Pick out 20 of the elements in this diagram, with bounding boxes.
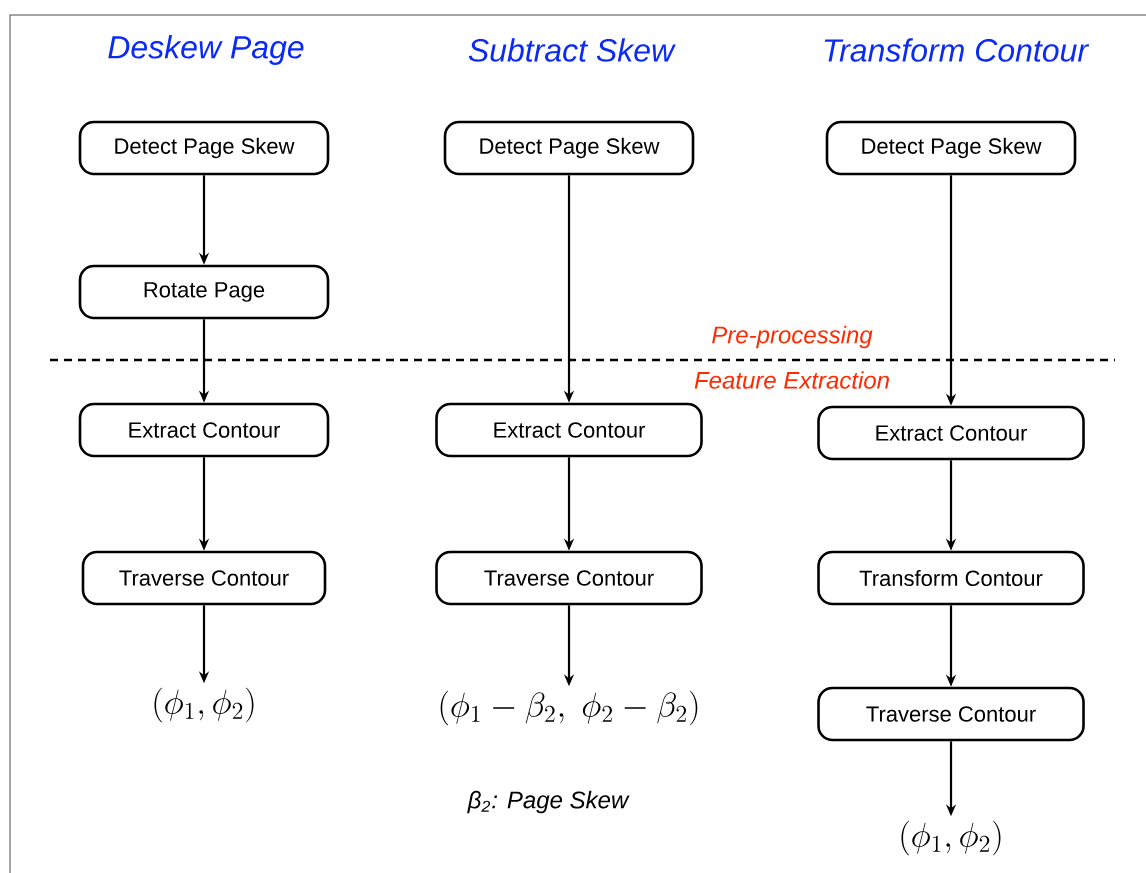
column-title: Transform Contour: [824, 38, 1090, 62]
process-box: Extract Contour: [435, 402, 703, 458]
column-title: Subtract Skew: [468, 38, 676, 62]
section-label: Feature Extraction: [694, 371, 889, 389]
process-box: Rotate Page: [78, 264, 330, 320]
process-box: Extract Contour: [78, 402, 330, 458]
legend-note: β$_{2}$: Page Skew: [467, 790, 630, 814]
process-box: Traverse Contour: [81, 550, 327, 606]
output-formula: $(\phi_1 - \beta_2,\ \phi_2 - \beta_2)$: [440, 690, 698, 726]
process-box: Detect Page Skew: [825, 120, 1077, 176]
process-box: Detect Page Skew: [443, 120, 695, 176]
process-box: Transform Contour: [817, 550, 1085, 606]
process-box: Traverse Contour: [435, 550, 703, 606]
section-label: Pre-processing: [712, 325, 873, 349]
output-formula: $(\phi_1, \phi_2)$: [154, 687, 254, 723]
process-box: Extract Contour: [817, 405, 1085, 461]
column-title: Deskew Page: [108, 35, 304, 65]
process-box: Traverse Contour: [817, 686, 1085, 742]
process-box: Detect Page Skew: [78, 120, 330, 176]
output-formula: $(\phi_1, \phi_2)$: [901, 820, 1001, 856]
